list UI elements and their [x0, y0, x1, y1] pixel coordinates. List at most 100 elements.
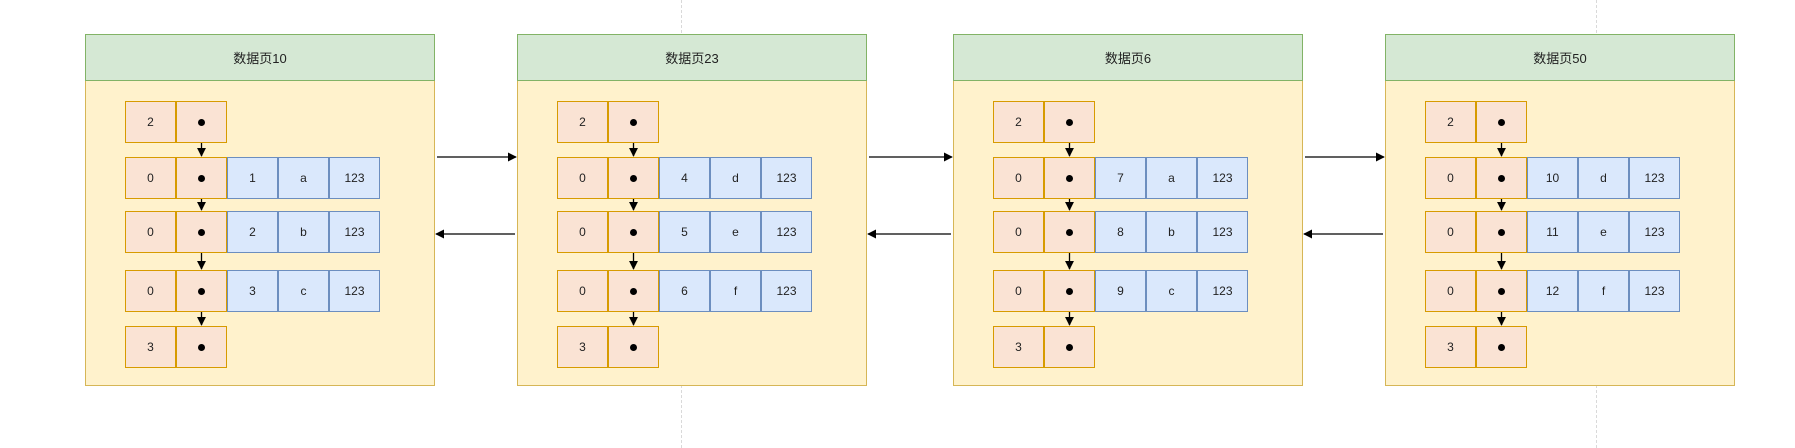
record-column-c: d: [710, 157, 761, 199]
record-next-pointer: [176, 211, 227, 253]
record-column-c: a: [1146, 157, 1197, 199]
record-n-owned: 0: [993, 211, 1044, 253]
pointer-dot-icon: [1066, 228, 1073, 236]
record-column-c: e: [710, 211, 761, 253]
record-id: 12: [1527, 270, 1578, 312]
record-id: 7: [1095, 157, 1146, 199]
record-column-v: 123: [329, 157, 380, 199]
record-next-pointer: [1476, 101, 1527, 143]
record-column-c: b: [278, 211, 329, 253]
pointer-dot-icon: [1066, 343, 1073, 351]
record-id: 8: [1095, 211, 1146, 253]
record-column-v: 123: [1197, 270, 1248, 312]
record-next-pointer: [1044, 101, 1095, 143]
record-column-v: 123: [761, 270, 812, 312]
record-n-owned: 3: [993, 326, 1044, 368]
record-id: 11: [1527, 211, 1578, 253]
pointer-dot-icon: [1498, 118, 1505, 126]
record-column-c: f: [1578, 270, 1629, 312]
record-next-pointer: [1044, 270, 1095, 312]
record-next-pointer: [1476, 270, 1527, 312]
record-id: 5: [659, 211, 710, 253]
record-next-pointer: [176, 157, 227, 199]
record-n-owned: 0: [1425, 157, 1476, 199]
record-column-c: a: [278, 157, 329, 199]
record-next-pointer: [608, 157, 659, 199]
record-next-pointer: [176, 326, 227, 368]
record-next-pointer: [1044, 326, 1095, 368]
record-next-pointer: [608, 211, 659, 253]
pointer-dot-icon: [198, 228, 205, 236]
record-next-pointer: [1044, 157, 1095, 199]
pointer-dot-icon: [1066, 118, 1073, 126]
record-n-owned: 0: [557, 270, 608, 312]
pointer-dot-icon: [198, 174, 205, 182]
record-n-owned: 0: [993, 270, 1044, 312]
record-column-c: c: [278, 270, 329, 312]
record-n-owned: 0: [125, 270, 176, 312]
record-n-owned: 0: [125, 157, 176, 199]
record-id: 6: [659, 270, 710, 312]
pointer-dot-icon: [630, 343, 637, 351]
record-next-pointer: [1044, 211, 1095, 253]
record-n-owned: 0: [557, 211, 608, 253]
pointer-dot-icon: [1066, 174, 1073, 182]
record-next-pointer: [1476, 326, 1527, 368]
record-id: 9: [1095, 270, 1146, 312]
record-n-owned: 3: [125, 326, 176, 368]
record-id: 3: [227, 270, 278, 312]
record-n-owned: 2: [993, 101, 1044, 143]
record-n-owned: 2: [557, 101, 608, 143]
record-next-pointer: [608, 270, 659, 312]
record-column-v: 123: [1629, 157, 1680, 199]
record-n-owned: 0: [1425, 211, 1476, 253]
record-column-v: 123: [1629, 270, 1680, 312]
pointer-dot-icon: [630, 287, 637, 295]
data-page-title: 数据页6: [953, 34, 1303, 81]
record-next-pointer: [1476, 157, 1527, 199]
record-n-owned: 0: [125, 211, 176, 253]
pointer-dot-icon: [1498, 343, 1505, 351]
pointer-dot-icon: [630, 118, 637, 126]
record-id: 2: [227, 211, 278, 253]
pointer-dot-icon: [198, 118, 205, 126]
data-page: 数据页6: [953, 34, 1303, 386]
record-column-v: 123: [329, 211, 380, 253]
pointer-dot-icon: [1498, 287, 1505, 295]
record-next-pointer: [608, 326, 659, 368]
record-id: 4: [659, 157, 710, 199]
record-n-owned: 0: [993, 157, 1044, 199]
pointer-dot-icon: [1498, 174, 1505, 182]
data-page-title: 数据页50: [1385, 34, 1735, 81]
record-column-c: b: [1146, 211, 1197, 253]
record-column-c: e: [1578, 211, 1629, 253]
data-page: 数据页10: [85, 34, 435, 386]
pointer-dot-icon: [198, 343, 205, 351]
pointer-dot-icon: [630, 228, 637, 236]
pointer-dot-icon: [630, 174, 637, 182]
record-column-c: f: [710, 270, 761, 312]
record-column-c: d: [1578, 157, 1629, 199]
record-column-v: 123: [1197, 157, 1248, 199]
record-n-owned: 2: [125, 101, 176, 143]
record-n-owned: 2: [1425, 101, 1476, 143]
record-n-owned: 3: [1425, 326, 1476, 368]
record-next-pointer: [1476, 211, 1527, 253]
data-page-title: 数据页23: [517, 34, 867, 81]
record-next-pointer: [176, 270, 227, 312]
record-next-pointer: [608, 101, 659, 143]
record-next-pointer: [176, 101, 227, 143]
data-page-title: 数据页10: [85, 34, 435, 81]
pointer-dot-icon: [1498, 228, 1505, 236]
record-column-v: 123: [761, 211, 812, 253]
pointer-dot-icon: [1066, 287, 1073, 295]
record-column-v: 123: [1197, 211, 1248, 253]
record-n-owned: 0: [1425, 270, 1476, 312]
record-column-v: 123: [761, 157, 812, 199]
record-n-owned: 3: [557, 326, 608, 368]
record-column-c: c: [1146, 270, 1197, 312]
record-column-v: 123: [329, 270, 380, 312]
pointer-dot-icon: [198, 287, 205, 295]
record-n-owned: 0: [557, 157, 608, 199]
record-column-v: 123: [1629, 211, 1680, 253]
